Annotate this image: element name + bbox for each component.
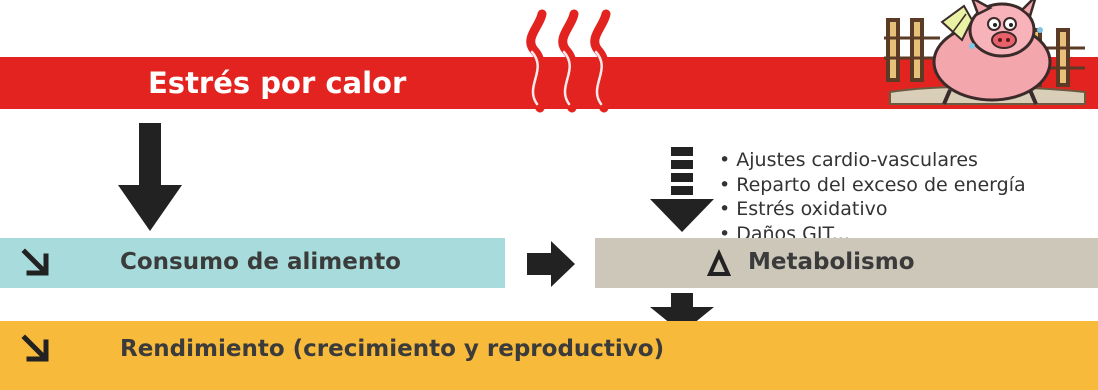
heat-waves-icon: [526, 9, 611, 113]
solid-down-arrow: [118, 123, 182, 231]
decrease-arrow-icon: [21, 248, 49, 276]
metabolism-down-arrow: [650, 293, 714, 333]
metabolism-box: [595, 238, 1098, 288]
feed-intake-label: Consumo de alimento: [120, 249, 401, 275]
right-arrow: [527, 241, 575, 287]
dashed-down-arrow: [650, 147, 714, 232]
metabolism-label: Metabolismo: [748, 249, 915, 275]
feed-intake-box: [0, 238, 505, 288]
performance-box: [0, 321, 1098, 390]
performance-label: Rendimiento (crecimiento y reproductivo): [120, 336, 665, 362]
delta-icon: [706, 249, 732, 276]
decrease-arrow-icon: [21, 334, 49, 362]
effect-item: • Ajustes cardio-vasculares: [719, 149, 978, 171]
metabolic-effects-list: • Ajustes cardio-vasculares • Reparto de…: [719, 148, 1026, 246]
overheated-pig-illustration: [884, 0, 1086, 105]
heat-stress-title: Estrés por calor: [148, 66, 407, 100]
effect-item: • Reparto del exceso de energía: [719, 173, 1026, 196]
effect-item: • Estrés oxidativo: [719, 198, 888, 220]
